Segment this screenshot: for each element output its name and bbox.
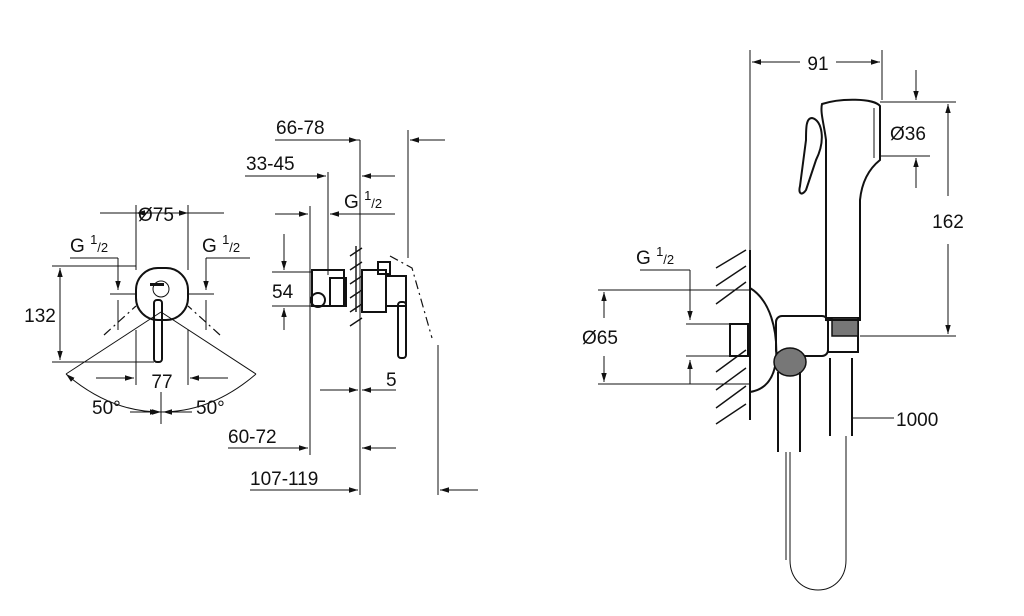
front-angle-right-label: 50° [196,398,225,419]
spray-height-162-label: 162 [932,212,964,233]
side-depth-107-119-label: 107-119 [250,469,318,490]
side-depth-60-72-label: 60-72 [228,427,277,448]
side-inlet-icon [310,292,326,308]
front-spacing-label: 77 [151,372,172,393]
front-view: Ø75 G 1/2 G 1/2 132 77 50° 50° [24,205,257,424]
front-angle-left-label: 50° [92,398,121,419]
nut-right [831,317,859,337]
wall-hatching [715,249,751,425]
side-depth-33-45-label: 33-45 [246,154,295,175]
spray-width-91-label: 91 [807,54,828,75]
side-thread-label: G 1/2 [344,188,382,213]
side-depth-66-78-label: 66-78 [276,118,325,139]
front-thread-right-label: G 1/2 [202,232,240,257]
spray-diameter-36-label: Ø36 [890,124,926,145]
spray-hose-length-label: 1000 [896,410,938,431]
spray-thread-label: G 1/2 [636,244,674,269]
spray-diameter-65-label: Ø65 [582,328,618,349]
front-height-label: 132 [24,306,56,327]
mixer-handle [153,299,163,363]
front-thread-left-label: G 1/2 [70,232,108,257]
handle-cap-icon [152,280,170,298]
nut-left [773,347,807,377]
handle-marker [150,283,164,286]
side-height-54-label: 54 [272,282,294,303]
front-diameter-label: Ø75 [138,205,174,226]
side-offset-5-label: 5 [386,370,397,391]
spray-view: 91 Ø36 162 G 1/2 Ø65 1000 [582,50,964,591]
side-view: 66-78 33-45 G 1/2 54 5 60-72 107-119 [228,118,478,495]
